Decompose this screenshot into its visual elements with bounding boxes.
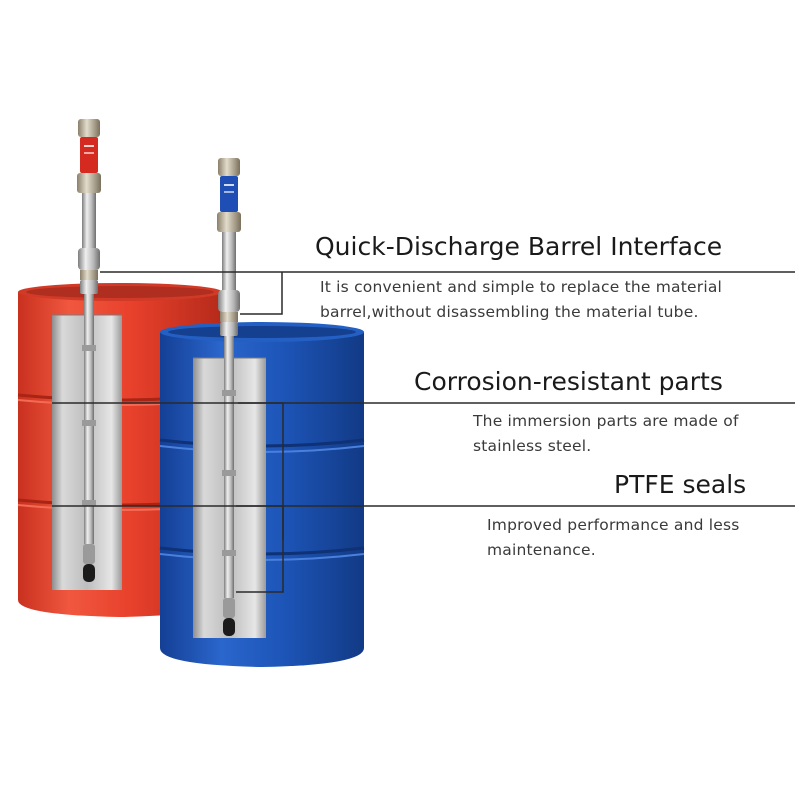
red-pump-label bbox=[80, 137, 98, 173]
description-line: It is convenient and simple to replace t… bbox=[320, 278, 723, 296]
feature-description-corrosion: The immersion parts are made of stainles… bbox=[473, 409, 739, 459]
feature-description-seals: Improved performance and less maintenanc… bbox=[487, 513, 740, 563]
description-line: barrel,without disassembling the materia… bbox=[320, 303, 699, 321]
description-line: Improved performance and less bbox=[487, 516, 740, 534]
feature-title-seals: PTFE seals bbox=[614, 470, 747, 499]
callout-lines bbox=[52, 271, 795, 593]
blue-pump bbox=[217, 158, 241, 636]
description-line: maintenance. bbox=[487, 541, 596, 559]
feature-title-interface: Quick-Discharge Barrel Interface bbox=[315, 232, 723, 261]
feature-title-corrosion: Corrosion-resistant parts bbox=[414, 367, 723, 396]
feature-description-interface: It is convenient and simple to replace t… bbox=[320, 275, 722, 325]
description-line: stainless steel. bbox=[473, 437, 592, 455]
blue-pump-label bbox=[220, 176, 238, 212]
red-pump bbox=[77, 119, 101, 582]
description-line: The immersion parts are made of bbox=[473, 412, 739, 430]
blue-barrel bbox=[159, 322, 365, 667]
